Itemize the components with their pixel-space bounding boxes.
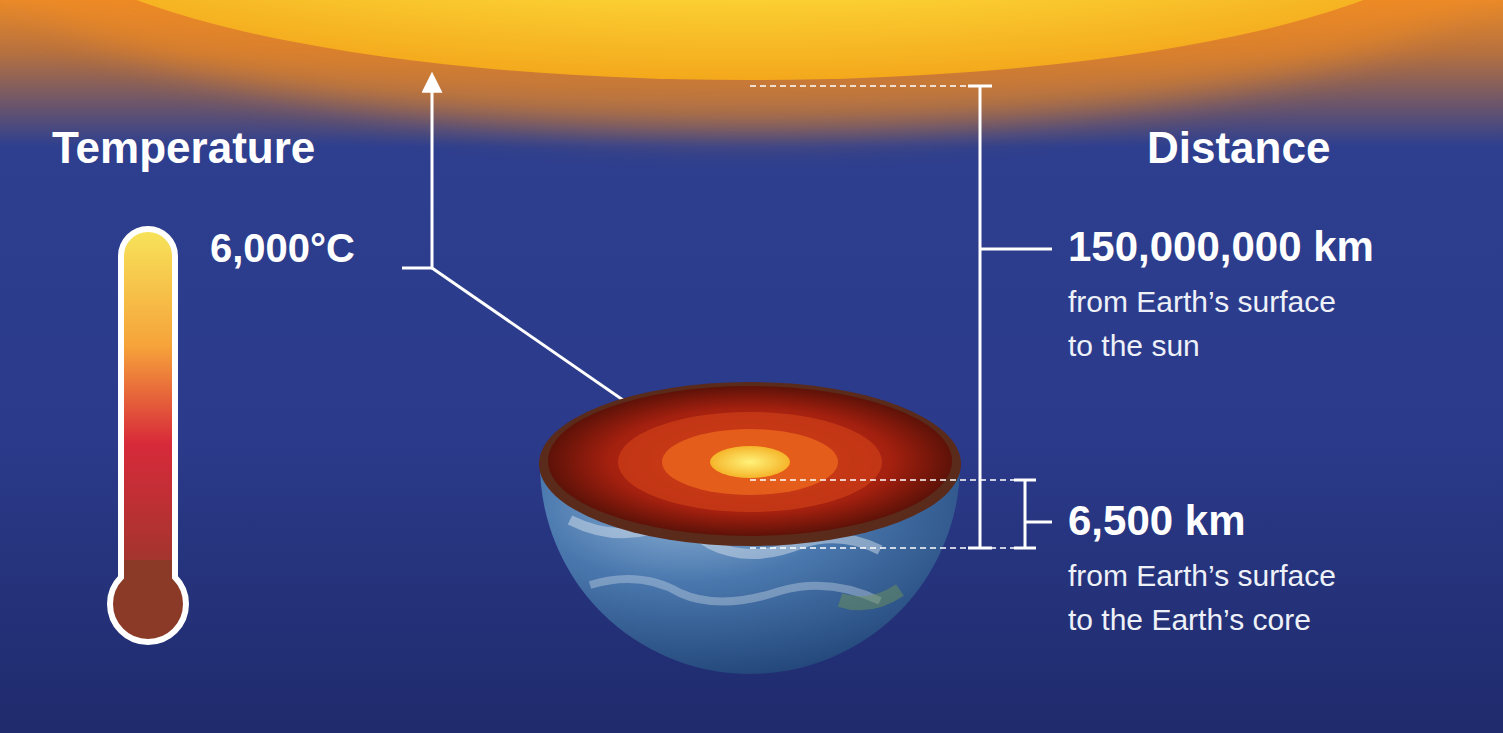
distance-heading: Distance [1147,126,1330,170]
distance-note: from Earth’s surface to the Earth’s core [1068,554,1356,641]
earth-cutaway [539,382,961,674]
sun [30,0,1470,80]
temperature-value: 6,000°C [210,228,355,268]
distance-value: 150,000,000 km [1068,226,1374,268]
temperature-heading: Temperature [52,126,315,170]
thermometer [110,229,186,642]
distance-brackets [750,86,1052,548]
distance-value: 6,500 km [1068,500,1245,542]
distance-note: from Earth’s surface to the sun [1068,280,1356,367]
